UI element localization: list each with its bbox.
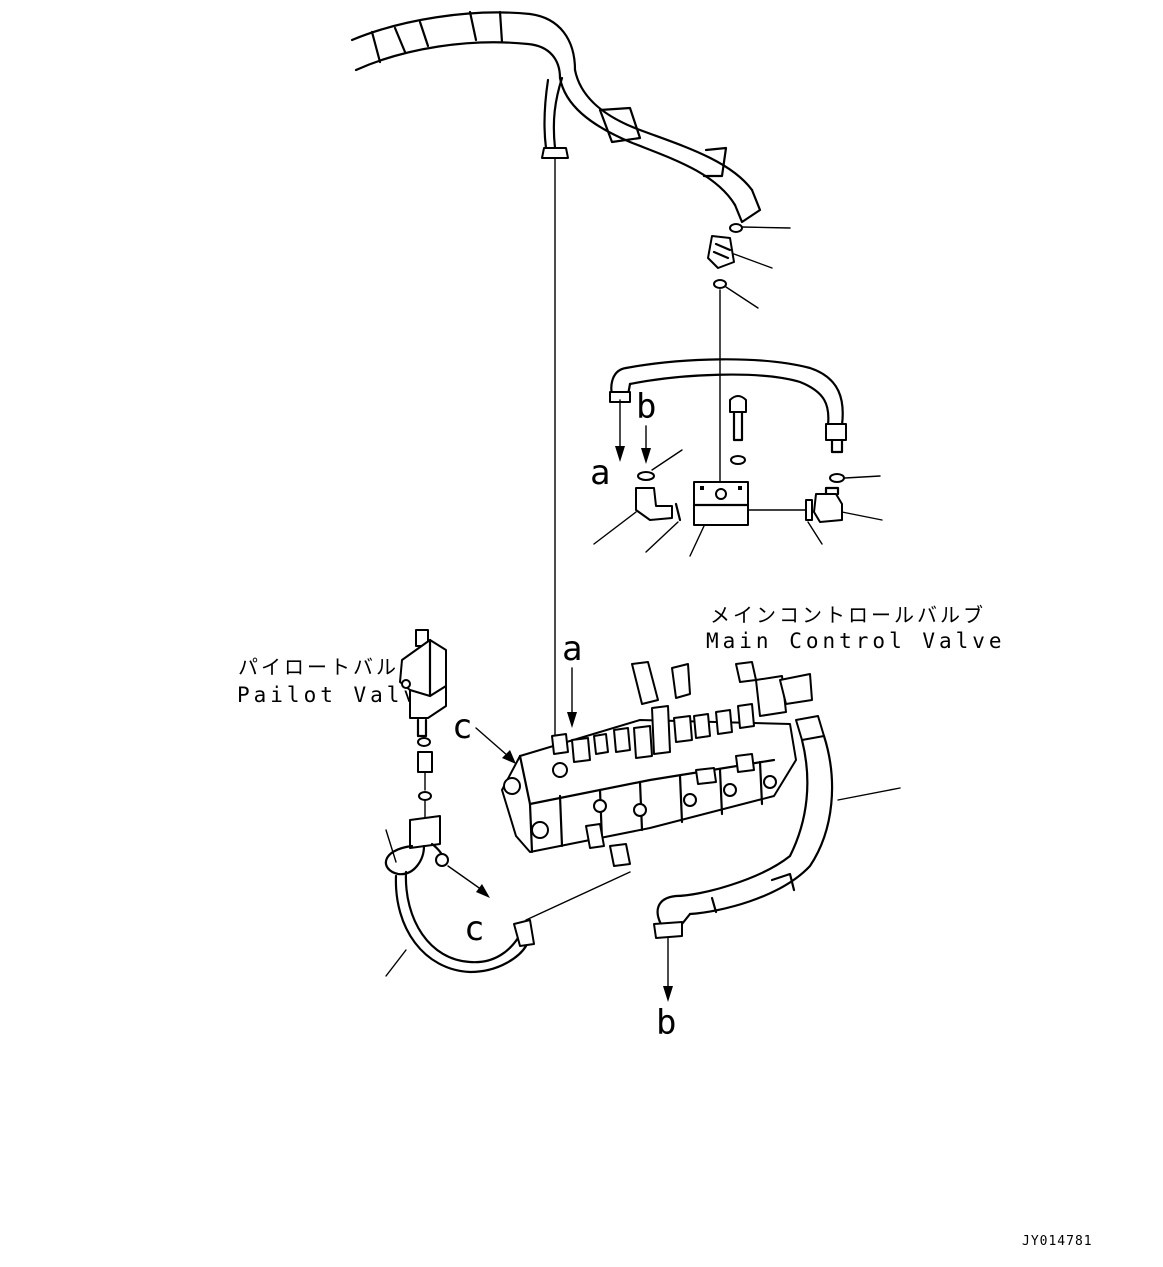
right-elbow-fitting [805,486,883,545]
drawing-code: JY014781 [1022,1234,1093,1249]
flow-arrows-top [615,399,651,464]
mid-hose-assembly [609,358,881,483]
main-control-valve-body [501,661,813,867]
return-hose [653,715,901,1002]
label-b-top: b [636,387,656,427]
pilot-hose-lines [384,815,631,977]
pilot-valve-label-en: Pailot Valve [237,683,437,707]
label-a-main: a [562,629,582,669]
label-c-bottom: c [464,909,484,949]
manifold-block [693,481,749,526]
upper-elbow-fittings [707,223,791,483]
flow-arrows-main [475,667,577,764]
upper-hose-harness [350,10,762,224]
label-c-left: c [452,707,472,747]
main-control-valve-label-jp: メインコントロールバルブ [710,603,986,627]
label-b-bottom: b [656,1003,676,1043]
pilot-valve-label-jp: パイロートバルブ [238,655,422,679]
main-control-valve-label-en: Main Control Valve [706,629,1006,653]
pilot-valve-body [399,629,448,819]
left-elbow-fitting [593,449,683,553]
bolt-and-block [689,395,807,557]
label-a-top: a [590,453,610,493]
